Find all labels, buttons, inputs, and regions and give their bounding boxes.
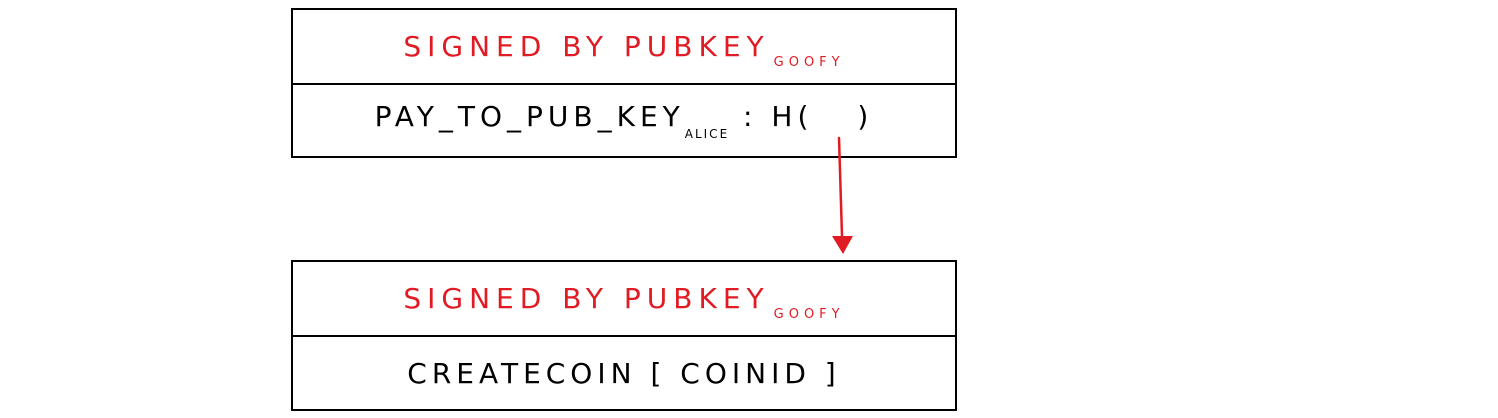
- statement-subscript-top: ALICE: [684, 127, 730, 141]
- signature-prefix-top: SIGNED BY PUBKEY: [403, 29, 770, 63]
- statement-middle-top: : H(: [729, 100, 814, 133]
- statement-row-bottom: CREATECOIN [ COINID ]: [293, 337, 955, 409]
- signature-subscript-top: GOOFY: [773, 54, 845, 70]
- signature-prefix-bottom: SIGNED BY PUBKEY: [403, 281, 770, 315]
- statement-prefix-top: PAY_TO_PUB_KEY: [374, 100, 685, 133]
- statement-suffix-top: ): [857, 100, 874, 133]
- statement-text-bottom: CREATECOIN [ COINID ]: [407, 356, 841, 390]
- arrow-head: [832, 236, 853, 254]
- signature-subscript-bottom: GOOFY: [773, 306, 845, 322]
- statement-text-top: PAY_TO_PUB_KEYALICE : H(): [375, 100, 874, 141]
- statement-row-top: PAY_TO_PUB_KEYALICE : H(): [293, 85, 955, 156]
